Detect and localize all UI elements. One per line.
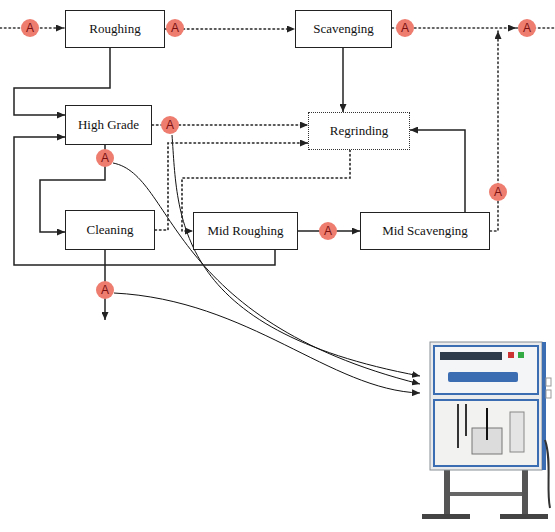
side-tab xyxy=(546,378,551,386)
tailings-line xyxy=(490,31,498,231)
stage-name: Scavenging xyxy=(313,21,374,37)
analyzer-illustration xyxy=(422,342,551,519)
sample-point-letter: A xyxy=(101,152,109,164)
sample-leader xyxy=(113,163,420,384)
stage-name: Mid Scavenging xyxy=(382,223,468,239)
stage-name: High Grade xyxy=(78,117,139,133)
flow-connector xyxy=(165,28,295,30)
sample-point-marker: A xyxy=(518,19,536,37)
electrode xyxy=(486,408,488,440)
flow-connector xyxy=(342,48,344,112)
sample-point-marker: A xyxy=(21,19,39,37)
process-box: Cleaning xyxy=(65,210,155,250)
sample-point-marker: A xyxy=(166,19,184,37)
sample-point-letter: A xyxy=(523,22,531,34)
sample-point-letter: A xyxy=(171,22,179,34)
sample-point-marker: A xyxy=(161,116,179,134)
stand-foot xyxy=(500,514,548,519)
sample-point-letter: A xyxy=(324,225,332,237)
tube xyxy=(510,412,524,452)
flow-connector xyxy=(410,130,465,212)
sample-leader xyxy=(172,135,420,376)
regrind-box: Regrinding xyxy=(308,112,410,150)
window xyxy=(434,400,538,466)
sample-point-marker: A xyxy=(319,222,337,240)
sample-point-marker: A xyxy=(396,19,414,37)
process-box: Mid Scavenging xyxy=(360,212,490,250)
control-panel xyxy=(434,346,538,394)
process-box: Roughing xyxy=(65,10,165,48)
cabinet xyxy=(430,342,542,470)
sample-point-letter: A xyxy=(401,22,409,34)
indicator xyxy=(518,352,524,358)
sample-leader xyxy=(114,293,420,393)
stage-name: Regrinding xyxy=(330,123,389,139)
process-box: Scavenging xyxy=(295,10,392,48)
stage-name: Mid Roughing xyxy=(207,223,283,239)
sample-point-letter: A xyxy=(494,186,502,198)
stand-bar xyxy=(450,492,522,496)
cabinet-side xyxy=(542,342,546,470)
process-box: Mid Roughing xyxy=(193,212,298,250)
stage-name: Cleaning xyxy=(87,222,134,238)
cable xyxy=(545,440,550,508)
stage-name: Roughing xyxy=(89,21,140,37)
stand-post xyxy=(444,470,450,516)
process-box: High Grade xyxy=(65,105,152,145)
indicator xyxy=(508,352,514,358)
logo-bar xyxy=(448,372,518,382)
sample-point-marker: A xyxy=(96,149,114,167)
sample-point-letter: A xyxy=(26,22,34,34)
stand-foot xyxy=(422,514,470,519)
display xyxy=(440,352,502,360)
sample-point-marker: A xyxy=(489,183,507,201)
side-tab xyxy=(546,390,551,398)
sample-point-letter: A xyxy=(166,119,174,131)
probe xyxy=(458,404,466,448)
sample-point-letter: A xyxy=(101,284,109,296)
stand-post xyxy=(522,470,528,516)
sample-point-marker: A xyxy=(96,281,114,299)
